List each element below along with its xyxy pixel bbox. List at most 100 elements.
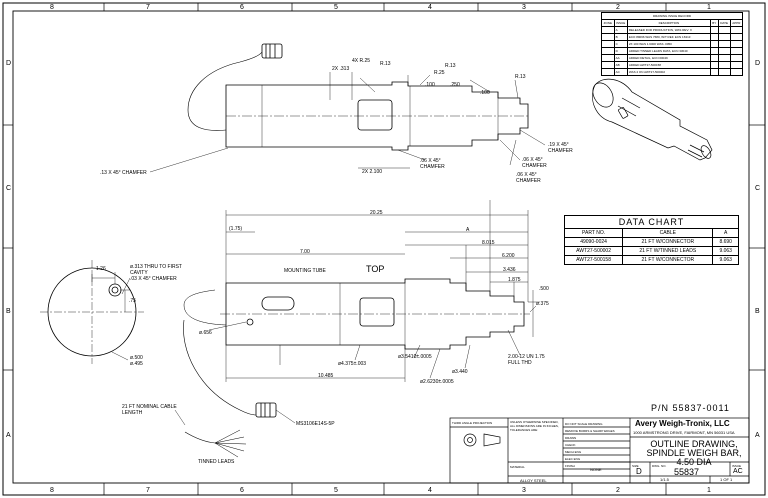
- zone-row-label: C: [6, 185, 12, 192]
- chamfer-note: .13 X 45° CHAMFER: [100, 170, 147, 176]
- chamfer-note: .06 X 45° CHAMFER: [516, 172, 541, 184]
- dim-label: 3.436: [503, 267, 516, 273]
- size-label: SIZE: [632, 464, 639, 468]
- dim-label: ø.375: [536, 301, 549, 307]
- cell: [717, 33, 731, 41]
- approval-label: MECH ENG: [565, 450, 582, 454]
- dim-label: ø4.375±.003: [338, 361, 367, 367]
- zone-col-label: 3: [522, 487, 526, 494]
- dim-label: A: [466, 227, 470, 233]
- dim-label: 1.26: [96, 266, 106, 272]
- issue-value: AC: [733, 468, 743, 475]
- cell: [729, 40, 744, 48]
- cell: [601, 47, 615, 55]
- title-block-frame: [449, 417, 750, 484]
- revision-table: DRAWING ISSUE RECORD ZONE ISSUE DESCRIPT…: [601, 12, 744, 76]
- dim-label: .500: [539, 286, 549, 292]
- zone-col-label: 5: [334, 4, 338, 11]
- front-view: [174, 200, 540, 458]
- cell: [729, 33, 744, 41]
- cell: 21 FT W/CONNECTOR: [622, 237, 714, 247]
- projection-label: THIRD ANGLE PROJECTION: [452, 421, 493, 425]
- zone-row-label: D: [755, 60, 761, 67]
- cell: [729, 26, 744, 34]
- zone-row-label: A: [6, 432, 11, 439]
- zone-col-label: 4: [428, 487, 432, 494]
- cell: [717, 47, 731, 55]
- isometric-view: [592, 78, 713, 161]
- revision-header: ZONE: [601, 19, 615, 27]
- cell: ADDED TINNED LEADS DATA, ECN 33040: [626, 47, 711, 55]
- issue-label: ISSUE: [732, 464, 742, 468]
- zone-col-label: 2: [616, 487, 620, 494]
- cell: C: [613, 40, 628, 48]
- cell: ADDED DETAIL, ECN 00049: [626, 54, 711, 62]
- revision-header: DESCRIPTION: [626, 19, 711, 27]
- dim-label: .250: [450, 82, 460, 88]
- material-value: ALLOY STEEL: [520, 478, 547, 483]
- zone-col-label: 6: [240, 4, 244, 11]
- cell: 21 FT W/TINNED LEADS: [622, 246, 714, 256]
- cell: ECO 89066 WAS 7680, W/T REF. ECN 16313: [626, 33, 711, 41]
- data-chart: DATA CHART PART NO. CABLE A 49090-0024 2…: [563, 215, 739, 265]
- zone-col-label: 4: [428, 4, 432, 11]
- dim-label: 7.00: [300, 249, 310, 255]
- dim-label: .100: [425, 82, 435, 88]
- cell: 9.063: [712, 255, 739, 265]
- approval-label: CHECK: [565, 443, 576, 447]
- dim-label: .100: [480, 90, 490, 96]
- cell: [601, 61, 615, 69]
- company-name: Avery Weigh-Tronix, LLC: [635, 419, 730, 428]
- zone-col-label: 7: [146, 4, 150, 11]
- connector-label: MS3106E14S-5P: [296, 421, 335, 427]
- revision-header: ISSUE: [613, 19, 628, 27]
- table-row: AWT27-500002 21 FT W/TINNED LEADS 9.063: [563, 246, 739, 256]
- table-row: AWT27-500158 21 FT W/CONNECTOR 9.063: [563, 255, 739, 265]
- cell: A: [613, 26, 628, 34]
- cell: D: [613, 47, 628, 55]
- zone-col-label: 8: [50, 487, 54, 494]
- dim-label: ø3.5410±.0005: [398, 354, 432, 360]
- part-number: P/N 55837-0011: [651, 403, 730, 413]
- cell: WAS 4 ON AWT27-500002: [626, 68, 711, 76]
- zone-col-label: 1: [707, 4, 711, 11]
- approval-label: DRAWN: [565, 436, 577, 440]
- dwg-no: 55837: [674, 467, 700, 477]
- do-not-scale-note: DO NOT SCALE DRAWING: [565, 422, 603, 426]
- sheet-value: 1 OF 1: [720, 477, 733, 482]
- cell: 9.063: [712, 246, 739, 256]
- cable-length-note: 21 FT NOMINAL CABLE LENGTH: [122, 404, 177, 416]
- cell: ADDED AWT27-500158: [626, 61, 711, 69]
- cell: [709, 26, 719, 34]
- zone-row-label: B: [755, 308, 760, 315]
- cell: [729, 54, 744, 62]
- cell: [709, 33, 719, 41]
- dim-label: ø.495: [130, 361, 143, 367]
- zone-row-label: A: [755, 432, 760, 439]
- thread-note: 2.00-12 UN 1.75 FULL THD: [508, 354, 545, 366]
- cell: 2X 100 WAS 1.6000 WAS .0050: [626, 40, 711, 48]
- zone-col-label: 3: [522, 4, 526, 11]
- revision-title: DRAWING ISSUE RECORD: [601, 12, 743, 20]
- dwg-no-label: DWG. NO.: [652, 464, 667, 468]
- cell: AWT27-500002: [563, 246, 624, 256]
- tolerance-note: UNLESS OTHERWISE SPECIFIED, ALL DIMENSIO…: [510, 420, 559, 432]
- dim-label: R.13: [445, 63, 456, 69]
- revision-header: APPR: [729, 19, 744, 27]
- chamfer-note: .06 X 45° CHAMFER: [522, 157, 547, 169]
- drawing-title-line: OUTLINE DRAWING,: [650, 439, 738, 449]
- revision-header: DATE: [717, 19, 731, 27]
- cell: AA: [613, 54, 628, 62]
- cell: [601, 33, 615, 41]
- dim-label: ø.500: [130, 355, 143, 361]
- drawing-title: OUTLINE DRAWING, SPINDLE WEIGH BAR, 4.50…: [644, 440, 744, 467]
- zone-col-label: 1: [707, 487, 711, 494]
- zone-col-label: 8: [50, 4, 54, 11]
- cell: [601, 54, 615, 62]
